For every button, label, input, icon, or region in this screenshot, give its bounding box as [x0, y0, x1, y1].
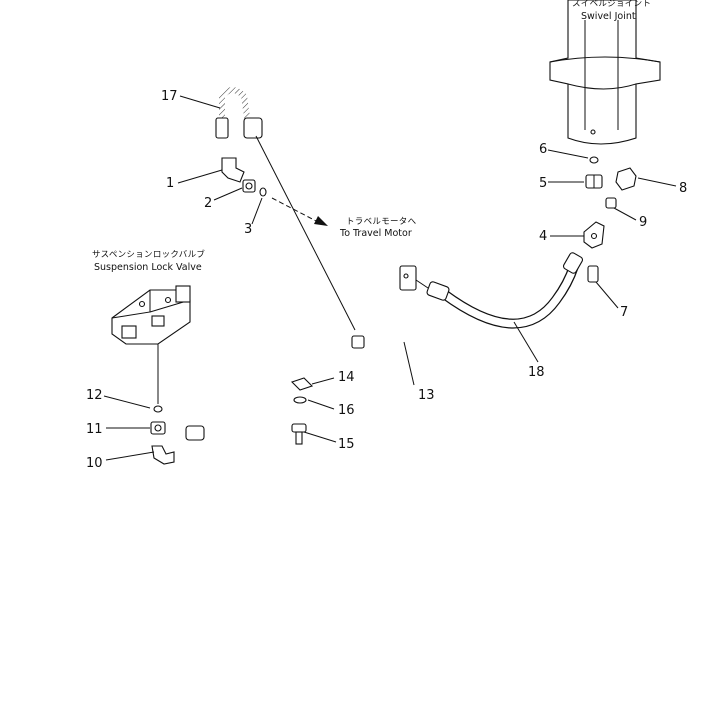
callout-4: 4: [539, 229, 547, 244]
callout-14: 14: [338, 370, 355, 385]
swivel-joint: [549, 0, 661, 145]
suspension-valve-label-jp: サスペンションロックバルブ: [92, 249, 205, 260]
callout-16: 16: [338, 403, 355, 418]
swivel-joint-label-en: Swivel Joint: [581, 11, 636, 22]
callout-9: 9: [639, 215, 647, 230]
bolt-15: [291, 423, 307, 445]
nut-8: [615, 167, 637, 191]
callout-13: 13: [418, 388, 435, 403]
elbow-fitting-1: [221, 157, 245, 183]
hose-17: [215, 87, 356, 331]
suspension-lock-valve: [111, 285, 191, 404]
travel-motor-label-en: To Travel Motor: [339, 228, 412, 239]
callout-15: 15: [338, 437, 355, 452]
suspension-valve-label-en: Suspension Lock Valve: [94, 262, 202, 273]
elbow-fitting-10: [151, 445, 175, 465]
callout-2: 2: [204, 196, 212, 211]
callout-8: 8: [679, 181, 687, 196]
tube-13: [185, 265, 429, 441]
leader-lines: [103, 95, 677, 461]
nut-11: [150, 421, 166, 435]
callout-17: 17: [161, 89, 178, 104]
nut-5: [585, 174, 603, 189]
callout-6: 6: [539, 142, 547, 157]
nut-fitting-2: [242, 179, 256, 193]
o-ring-12: [153, 405, 163, 413]
o-ring-3: [259, 187, 267, 197]
callout-5: 5: [539, 176, 547, 191]
hose-18: [426, 252, 584, 329]
travel-motor-arrow: [271, 197, 328, 226]
adapter-7: [587, 265, 599, 283]
o-ring-6: [589, 156, 599, 164]
callout-10: 10: [86, 456, 103, 471]
clamp-14: [290, 377, 314, 391]
callout-18: 18: [528, 365, 545, 380]
washer-16: [293, 396, 307, 404]
callout-3: 3: [244, 222, 252, 237]
callout-1: 1: [166, 176, 174, 191]
callout-7: 7: [620, 305, 628, 320]
callout-11: 11: [86, 422, 103, 437]
swivel-joint-label-jp: スイベルジョイント: [572, 0, 651, 9]
plug-9: [605, 197, 617, 209]
callout-12: 12: [86, 388, 103, 403]
travel-motor-label-jp: トラベルモータへ: [346, 217, 417, 227]
tee-fitting-4: [583, 221, 605, 249]
